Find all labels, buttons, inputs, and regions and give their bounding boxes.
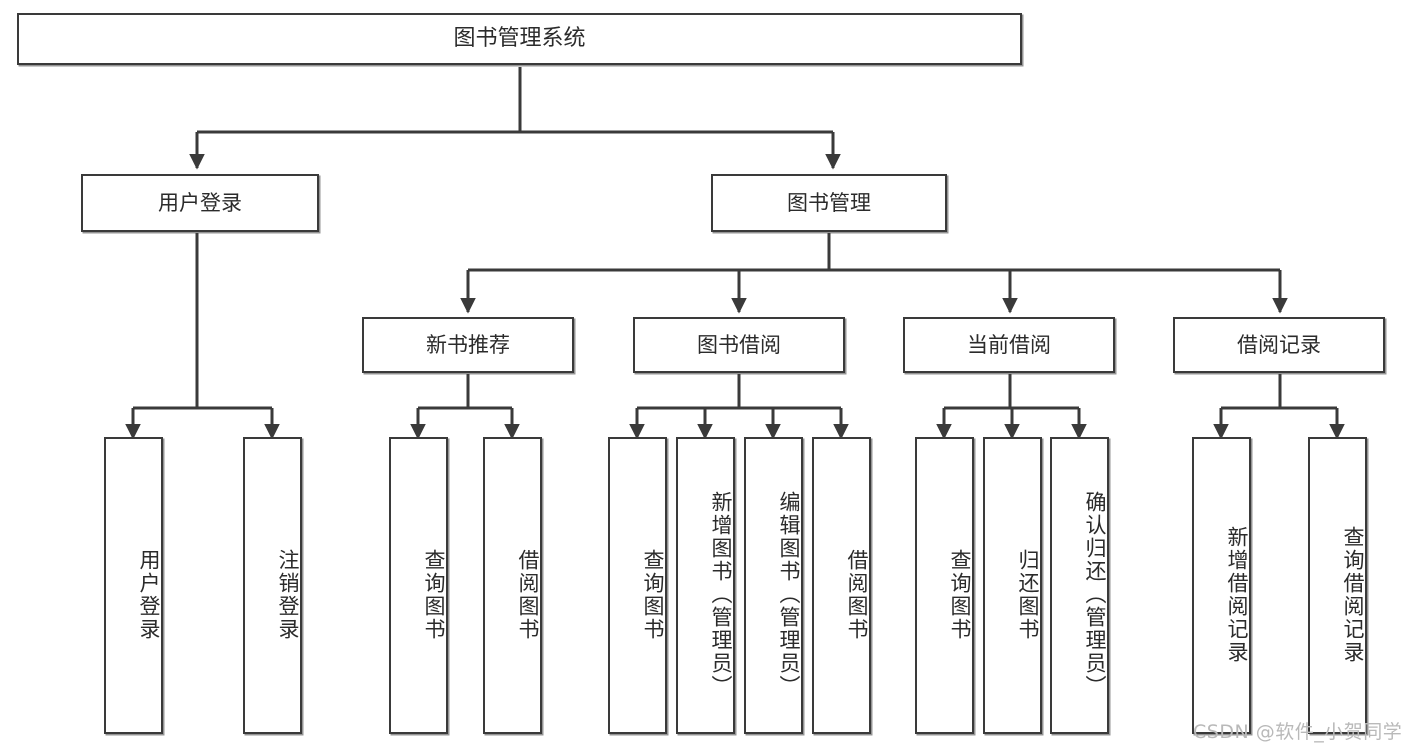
node-leaf-query-record[interactable]: 查询借阅记录 xyxy=(1308,437,1367,734)
node-leaf-edit-book-label: 编辑图书（管理员） xyxy=(777,491,801,698)
node-leaf-query-book-3-label: 查询图书 xyxy=(948,548,972,641)
node-leaf-logout-login[interactable]: 注销登录 xyxy=(243,437,302,734)
node-leaf-user-login-label: 用户登录 xyxy=(137,548,161,641)
node-leaf-query-book-1[interactable]: 查询图书 xyxy=(389,437,448,734)
node-leaf-add-record[interactable]: 新增借阅记录 xyxy=(1192,437,1251,734)
node-leaf-add-record-label: 新增借阅记录 xyxy=(1225,525,1249,664)
node-leaf-query-book-2-label: 查询图书 xyxy=(641,548,665,641)
node-leaf-confirm-return-label: 确认归还（管理员） xyxy=(1083,491,1107,698)
node-user-login[interactable]: 用户登录 xyxy=(81,174,319,232)
node-leaf-add-book-label: 新增图书（管理员） xyxy=(709,491,733,698)
node-book-borrow[interactable]: 图书借阅 xyxy=(633,317,845,373)
node-borrow-record-label: 借阅记录 xyxy=(1237,332,1321,357)
node-leaf-return-book-label: 归还图书 xyxy=(1016,548,1040,641)
node-book-manage-label: 图书管理 xyxy=(787,190,871,215)
node-borrow-record[interactable]: 借阅记录 xyxy=(1173,317,1385,373)
node-leaf-edit-book[interactable]: 编辑图书（管理员） xyxy=(744,437,803,734)
node-new-book-recommend[interactable]: 新书推荐 xyxy=(362,317,574,373)
node-leaf-query-book-2[interactable]: 查询图书 xyxy=(608,437,667,734)
node-leaf-borrow-book-2-label: 借阅图书 xyxy=(845,548,869,641)
node-leaf-borrow-book-2[interactable]: 借阅图书 xyxy=(812,437,871,734)
node-root[interactable]: 图书管理系统 xyxy=(17,13,1022,65)
node-leaf-query-book-3[interactable]: 查询图书 xyxy=(915,437,974,734)
node-leaf-logout-login-label: 注销登录 xyxy=(276,548,300,641)
node-leaf-borrow-book-1-label: 借阅图书 xyxy=(516,548,540,641)
node-book-manage[interactable]: 图书管理 xyxy=(711,174,947,232)
node-leaf-user-login[interactable]: 用户登录 xyxy=(104,437,163,734)
node-current-borrow[interactable]: 当前借阅 xyxy=(903,317,1115,373)
node-leaf-query-record-label: 查询借阅记录 xyxy=(1341,525,1365,664)
node-leaf-confirm-return[interactable]: 确认归还（管理员） xyxy=(1050,437,1109,734)
node-user-login-label: 用户登录 xyxy=(158,190,242,215)
node-leaf-borrow-book-1[interactable]: 借阅图书 xyxy=(483,437,542,734)
node-new-book-recommend-label: 新书推荐 xyxy=(426,332,510,357)
node-book-borrow-label: 图书借阅 xyxy=(697,332,781,357)
node-leaf-return-book[interactable]: 归还图书 xyxy=(983,437,1042,734)
node-current-borrow-label: 当前借阅 xyxy=(967,332,1051,357)
node-leaf-query-book-1-label: 查询图书 xyxy=(422,548,446,641)
node-root-label: 图书管理系统 xyxy=(453,26,586,52)
node-leaf-add-book[interactable]: 新增图书（管理员） xyxy=(676,437,735,734)
